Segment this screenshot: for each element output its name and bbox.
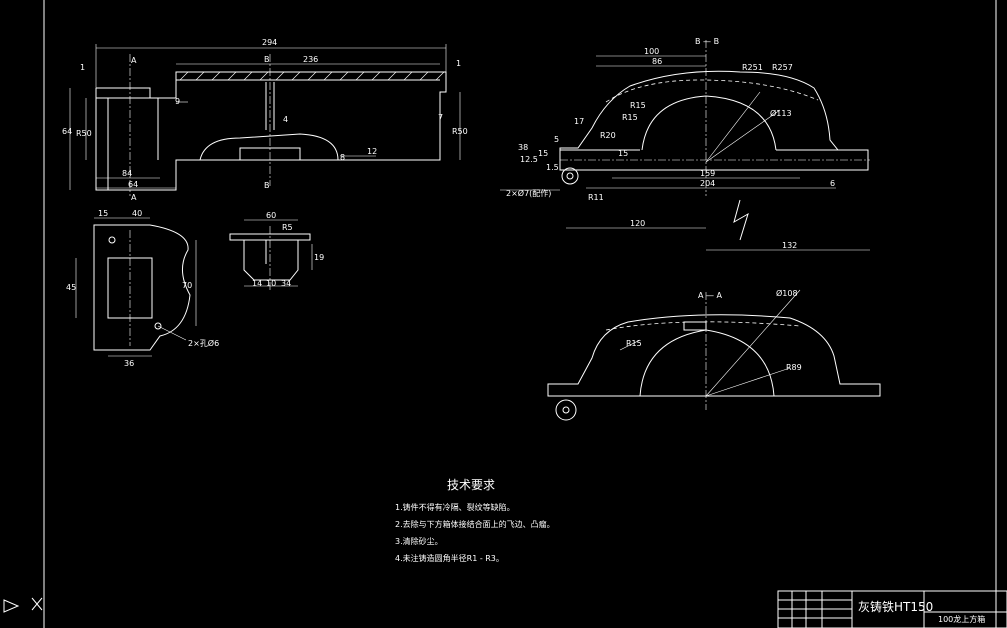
dim-label: 15 [98, 209, 108, 218]
dim-label: 17 [574, 117, 584, 126]
dim-label: 9 [175, 97, 180, 106]
title-block-grid [777, 590, 1007, 628]
requirement-item: 1.铸件不得有冷隔、裂纹等缺陷。 [395, 503, 515, 512]
requirements-title: 技术要求 [447, 478, 496, 492]
dim-label: 40 [132, 209, 142, 218]
dim-label: R15 [622, 113, 638, 122]
dim-label: 159 [700, 169, 715, 178]
axis-cross-icon [31, 597, 43, 611]
dim-label: R251 [742, 63, 763, 72]
dim-label: 8 [340, 153, 345, 162]
front-view [69, 44, 461, 196]
dim-label: R5 [282, 223, 293, 232]
dim-label: 120 [630, 219, 645, 228]
dim-label: R50 [452, 127, 468, 136]
dim-label: 12 [367, 147, 377, 156]
dim-label: 64 [62, 127, 72, 136]
section-title: A — A [698, 291, 723, 300]
dim-label: 19 [314, 253, 324, 262]
dim-label: 12.5 [520, 155, 538, 164]
section-mark: B [264, 55, 270, 64]
requirement-item: 4.未注铸造圆角半径R1 - R3。 [395, 554, 504, 563]
dim-label: R20 [600, 131, 616, 140]
dim-label: R257 [772, 63, 793, 72]
dim-label: 2×Ø7(配作) [506, 188, 551, 198]
dim-label: 15 [538, 149, 548, 158]
dim-label: Ø113 [770, 108, 792, 118]
detail-view [229, 219, 313, 290]
section-mark: A [131, 193, 137, 202]
dim-label: 132 [782, 241, 797, 250]
dim-label: 70 [182, 281, 192, 290]
section-aa-view [547, 289, 881, 421]
dim-label: R15 [626, 339, 642, 348]
dim-label: 84 [122, 169, 132, 178]
dim-label: 10 [266, 279, 276, 288]
dim-label: 6 [830, 179, 835, 188]
dim-label: 204 [700, 179, 715, 188]
dim-label: 15 [618, 149, 628, 158]
dim-label: 1.5 [546, 163, 559, 172]
requirement-item: 2.去除与下方箱体接结合面上的飞边、凸瘤。 [395, 520, 555, 529]
dim-label: 4 [283, 115, 288, 124]
section-title: B — B [695, 37, 719, 46]
dim-label: 100 [644, 47, 659, 56]
section-mark: B [264, 181, 270, 190]
dim-label: R11 [588, 193, 604, 202]
triangle-icon [3, 599, 20, 613]
dim-label: 45 [66, 283, 76, 292]
section-mark: A [131, 56, 137, 65]
dim-label: R15 [630, 101, 646, 110]
dim-label: 1 [456, 59, 461, 68]
dim-label: 14 [252, 279, 262, 288]
dim-label: 1 [80, 63, 85, 72]
dim-label: 294 [262, 38, 277, 47]
section-bb-view [500, 40, 870, 251]
dim-label: 5 [554, 135, 559, 144]
dim-label: 60 [266, 211, 276, 220]
requirement-item: 3.清除砂尘。 [395, 537, 443, 546]
dim-label: R50 [76, 129, 92, 138]
technical-requirements: 技术要求 1.铸件不得有冷隔、裂纹等缺陷。 2.去除与下方箱体接结合面上的飞边、… [395, 476, 555, 567]
dim-label: 7 [438, 113, 443, 122]
dim-label: R89 [786, 363, 802, 372]
dim-label: 2×孔Ø6 [188, 338, 219, 348]
dim-label: 236 [303, 55, 318, 64]
material-label: 灰铸铁HT150 [858, 600, 934, 614]
dim-label: 36 [124, 359, 134, 368]
dim-label: Ø108 [776, 288, 798, 298]
dim-label: 64 [128, 180, 138, 189]
dim-label: 34 [281, 279, 291, 288]
dim-label: 86 [652, 57, 662, 66]
part-name-label: 100龙上方箱 [938, 615, 986, 624]
dim-label: 38 [518, 143, 528, 152]
plan-view [75, 217, 197, 357]
